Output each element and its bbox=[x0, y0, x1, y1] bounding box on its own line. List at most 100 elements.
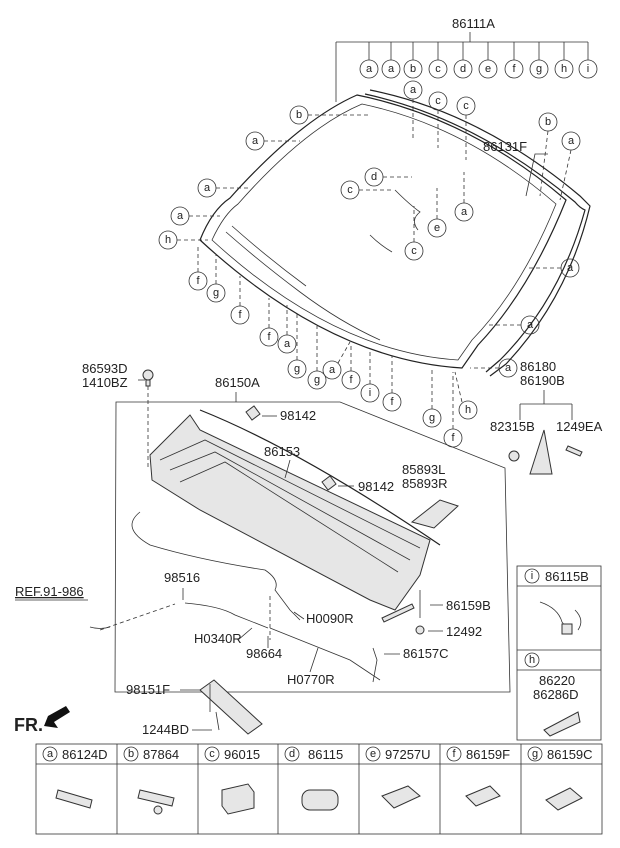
callout-c-right-1: c bbox=[428, 91, 448, 148]
callout-a-top-3: a bbox=[403, 80, 423, 140]
windshield-molding bbox=[364, 89, 591, 377]
svg-text:a: a bbox=[567, 262, 574, 274]
callout-g-bottom-1: g bbox=[287, 314, 307, 379]
lower-bracket bbox=[199, 679, 263, 735]
svg-text:b: b bbox=[128, 748, 134, 760]
svg-text:a: a bbox=[329, 364, 336, 376]
callout-a-top-2: a bbox=[381, 59, 401, 79]
svg-text:97257U: 97257U bbox=[385, 747, 431, 762]
lower-bracket-leaders bbox=[180, 689, 212, 731]
svg-text:h: h bbox=[561, 63, 567, 75]
label-98142-1: 98142 bbox=[280, 408, 316, 423]
legend-table: a 86124D b 87864 c 96015 d 86115 e 97257… bbox=[35, 743, 603, 835]
svg-text:a: a bbox=[410, 84, 417, 96]
callout-b-left: b bbox=[289, 105, 370, 125]
callout-g-left-1: g bbox=[206, 254, 226, 303]
hose-leaders bbox=[182, 588, 319, 673]
svg-text:g: g bbox=[536, 63, 542, 75]
svg-text:g: g bbox=[294, 363, 300, 375]
reference-link[interactable]: REF.91-986 bbox=[15, 584, 84, 599]
callout-a-right-4: a bbox=[559, 131, 581, 201]
callout-f-left-1: f bbox=[188, 244, 208, 291]
svg-text:f: f bbox=[349, 374, 353, 386]
svg-text:g: g bbox=[213, 287, 219, 299]
leader-86131f bbox=[525, 153, 548, 197]
label-86131f: 86131F bbox=[483, 139, 527, 154]
callout-d-center: d bbox=[364, 167, 412, 187]
svg-text:86159F: 86159F bbox=[466, 747, 510, 762]
callout-h-bottom: h bbox=[454, 371, 478, 420]
callout-a-right-3: a bbox=[528, 258, 580, 278]
svg-text:b: b bbox=[410, 63, 416, 75]
callout-a-center: a bbox=[454, 172, 474, 222]
label-82315b: 82315B bbox=[490, 419, 535, 434]
callout-a-bottom-2: a bbox=[322, 341, 351, 380]
svg-text:c: c bbox=[411, 245, 417, 257]
svg-text:d: d bbox=[371, 171, 377, 183]
label-85893r: 85893R bbox=[402, 476, 448, 491]
cowl-panel bbox=[149, 409, 441, 611]
svg-text:h: h bbox=[529, 654, 535, 666]
label-86111a: 86111A bbox=[452, 16, 495, 31]
callout-a-left-1: a bbox=[245, 131, 300, 151]
callout-g-top: g bbox=[529, 59, 549, 79]
label-98664: 98664 bbox=[246, 646, 282, 661]
svg-text:e: e bbox=[370, 748, 376, 760]
cover-part bbox=[410, 499, 459, 529]
svg-text:f: f bbox=[196, 275, 200, 287]
label-86153: 86153 bbox=[264, 444, 300, 459]
callout-c-top: c bbox=[428, 59, 448, 79]
label-1410bz: 1410BZ bbox=[82, 375, 128, 390]
svg-text:b: b bbox=[545, 116, 551, 128]
label-86150a: 86150A bbox=[215, 375, 260, 390]
label-1249ea: 1249EA bbox=[556, 419, 603, 434]
callout-h-left: h bbox=[158, 230, 208, 250]
front-arrow-icon bbox=[44, 706, 70, 728]
label-12492: 12492 bbox=[446, 624, 482, 639]
label-1244bd: 1244BD bbox=[142, 722, 189, 737]
svg-text:e: e bbox=[434, 222, 440, 234]
inset-label-86286d: 86286D bbox=[533, 687, 579, 702]
svg-text:f: f bbox=[512, 63, 516, 75]
svg-text:87864: 87864 bbox=[143, 747, 179, 762]
svg-text:f: f bbox=[267, 331, 271, 343]
svg-text:a: a bbox=[461, 206, 468, 218]
svg-text:b: b bbox=[296, 109, 302, 121]
label-85893l: 85893L bbox=[402, 462, 445, 477]
label-86157c: 86157C bbox=[403, 646, 449, 661]
svg-text:d: d bbox=[460, 63, 466, 75]
bracket-right bbox=[381, 590, 425, 635]
callout-e-top: e bbox=[478, 59, 498, 79]
label-98142-2: 98142 bbox=[358, 479, 394, 494]
callout-f-bottom-1: f bbox=[341, 344, 361, 390]
windshield-glass bbox=[199, 94, 567, 369]
svg-text:a: a bbox=[366, 63, 373, 75]
legend-cell-b: b 87864 bbox=[123, 746, 179, 815]
callout-a-left-2: a bbox=[197, 178, 248, 198]
callout-e-center: e bbox=[427, 188, 447, 238]
svg-text:c: c bbox=[347, 184, 353, 196]
legend-cell-g: g 86159C bbox=[527, 746, 593, 811]
svg-text:i: i bbox=[587, 63, 589, 75]
svg-text:d: d bbox=[289, 748, 295, 760]
svg-text:i: i bbox=[369, 387, 371, 399]
legend-cell-f: f 86159F bbox=[446, 746, 510, 807]
label-86190b: 86190B bbox=[520, 373, 565, 388]
bracket-leaders bbox=[384, 604, 443, 655]
windshield-callouts: a b a a h f g f f a g g a f i f g f h a … bbox=[158, 80, 581, 448]
callout-i-bottom: i bbox=[360, 350, 380, 403]
front-marker: FR. bbox=[14, 706, 70, 735]
callout-i-top: i bbox=[578, 59, 598, 79]
svg-text:f: f bbox=[238, 309, 242, 321]
leader-86153 bbox=[284, 459, 291, 479]
svg-text:a: a bbox=[284, 338, 291, 350]
svg-text:c: c bbox=[435, 63, 441, 75]
callout-c-right-2: c bbox=[456, 96, 476, 160]
top-callout-row: a a b c d e f g h i bbox=[359, 59, 598, 79]
svg-text:c: c bbox=[435, 95, 441, 107]
svg-text:86159C: 86159C bbox=[547, 747, 593, 762]
svg-text:a: a bbox=[252, 135, 259, 147]
side-bracket-leader bbox=[519, 390, 573, 420]
inset-label-86115b: 86115B bbox=[545, 569, 589, 584]
